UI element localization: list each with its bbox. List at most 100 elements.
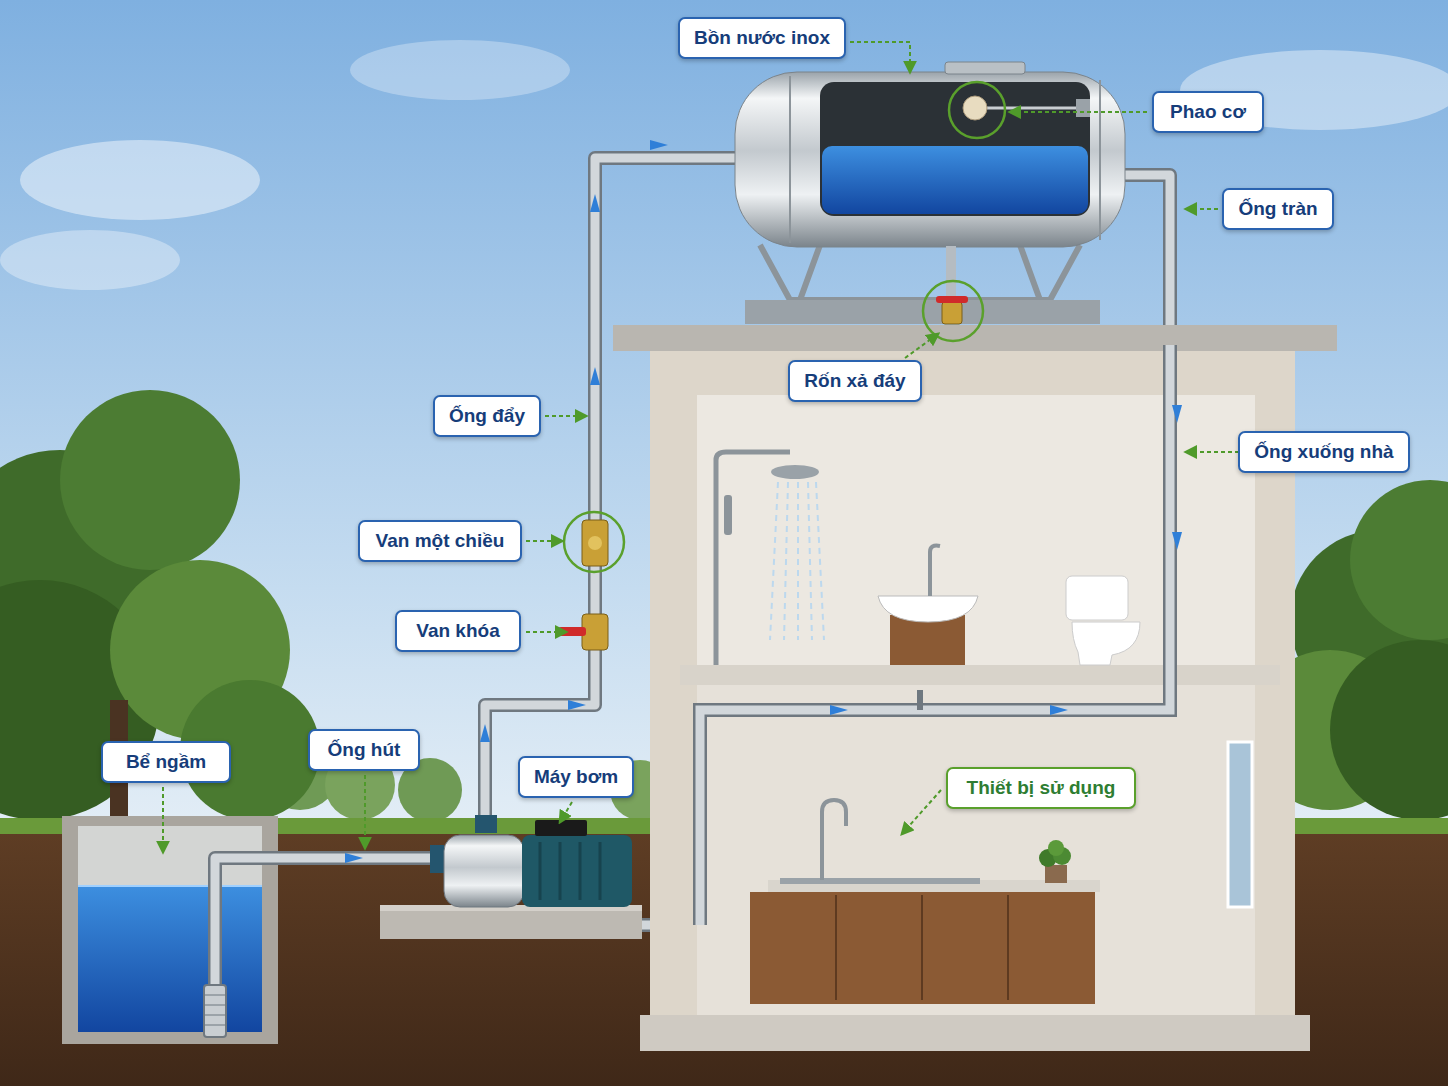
- highlight-circles-part: [949, 82, 1005, 138]
- house-part: [613, 325, 1337, 351]
- valves: [558, 520, 608, 650]
- callout-label: Van một chiều: [374, 529, 506, 553]
- sky-part: [350, 40, 570, 100]
- trees-part: [1330, 640, 1448, 820]
- callout-box: Van khóa: [395, 610, 521, 652]
- leader-lines-part: [545, 415, 586, 417]
- sky-part: [0, 230, 180, 290]
- pump: [380, 815, 642, 939]
- pump-part: [475, 815, 497, 833]
- callout-box: Van một chiều: [358, 520, 522, 562]
- strainer-part: [204, 995, 226, 996]
- leader-lines-part: [162, 787, 164, 852]
- redraw-pipes-inside: [700, 345, 1170, 925]
- pump-part: [559, 842, 562, 900]
- bathroom-fixtures-part: [1072, 622, 1140, 665]
- bathroom-fixtures-part: [771, 465, 819, 479]
- steel-tank-part: [946, 246, 956, 302]
- callout-label: Ống hút: [324, 738, 404, 762]
- callout-label: Bể ngầm: [117, 750, 215, 774]
- house-part: [640, 1015, 1310, 1051]
- leader-lines-part: [560, 802, 572, 822]
- leader-lines-part: [526, 540, 562, 542]
- steel-tank-part: [945, 62, 1025, 74]
- callout-label: Ống xuống nhà: [1254, 440, 1393, 464]
- callout-label: Ống đẩy: [449, 404, 525, 428]
- callout-box: Ống hút: [308, 729, 420, 771]
- leader-lines-part: [1186, 451, 1239, 453]
- kitchen-part: [835, 895, 837, 1000]
- leader-lines-part: [1186, 208, 1218, 210]
- callout-label: Van khóa: [411, 619, 505, 643]
- highlight-circles-part: [923, 281, 983, 341]
- bathroom-fixtures-part: [930, 546, 940, 596]
- pump-part: [539, 842, 542, 900]
- steel-tank-part: [789, 76, 791, 243]
- steel-tank-part: [963, 96, 987, 120]
- strainer-part: [204, 1015, 226, 1016]
- underground-tank: [62, 816, 278, 1044]
- callout-box: Bồn nước inox: [678, 17, 846, 59]
- leader-lines-part: [905, 334, 938, 358]
- valves-part: [588, 536, 602, 550]
- kitchen-part: [780, 878, 980, 884]
- leader-lines-part: [364, 775, 366, 848]
- pump-part: [579, 842, 582, 900]
- callout-box: Phao cơ: [1152, 91, 1264, 133]
- underground-tank-part: [78, 885, 262, 1032]
- redraw-pipes-inside-part: [917, 690, 923, 710]
- bathroom-fixtures-part: [1066, 576, 1128, 620]
- redraw-pipes-inside-part: [700, 345, 1170, 925]
- flow-arrows-part: [830, 705, 848, 715]
- callout-box: Ống đẩy: [433, 395, 541, 437]
- bathroom-fixtures-part: [890, 615, 965, 665]
- flow-arrows-part: [1172, 405, 1182, 423]
- callout-label: Rốn xả đáy: [804, 369, 905, 393]
- highlight-circles-part: [564, 512, 624, 572]
- steel-tank-part: [822, 146, 1088, 214]
- steel-tank-part: [1099, 80, 1101, 240]
- pump-part: [430, 845, 444, 873]
- callout-label: Ống tràn: [1238, 197, 1318, 221]
- flow-arrows-part: [590, 194, 600, 212]
- kitchen-part: [1048, 840, 1064, 856]
- pump-part: [535, 820, 587, 836]
- strainer-part: [204, 1025, 226, 1026]
- steel-tank-part: [936, 296, 968, 303]
- callout-label: Bồn nước inox: [694, 26, 830, 50]
- strainer: [204, 985, 226, 1037]
- house-part: [680, 665, 1280, 685]
- house-part: [1228, 742, 1252, 907]
- flow-arrows-part: [1050, 705, 1068, 715]
- pump-part: [599, 842, 602, 900]
- valves-part: [582, 520, 608, 566]
- flow-arrows: [345, 140, 1182, 863]
- steel-tank-part: [735, 72, 1125, 247]
- pump-part: [522, 835, 632, 907]
- callout-label: Thiết bị sử dụng: [962, 776, 1120, 800]
- bathroom-fixtures-part: [878, 596, 978, 622]
- house-part: [650, 345, 1295, 1050]
- strainer-part: [204, 1005, 226, 1006]
- highlight-circles: [564, 82, 1005, 572]
- steel-tank: [735, 62, 1125, 324]
- kitchen-part: [750, 892, 1095, 1004]
- flow-arrows-part: [480, 724, 490, 742]
- callout-label: Máy bơm: [534, 765, 618, 789]
- steel-tank-part: [760, 245, 1080, 300]
- flow-arrows-part: [1172, 532, 1182, 550]
- kitchen-part: [1045, 865, 1067, 883]
- callout-box: Máy bơm: [518, 756, 634, 798]
- steel-tank-part: [820, 82, 1090, 216]
- strainer-part: [204, 985, 226, 1037]
- pump-part: [380, 905, 642, 939]
- bathroom-fixtures-part: [770, 482, 824, 640]
- flow-arrows-part: [345, 853, 363, 863]
- flow-arrows-part: [590, 367, 600, 385]
- underground-tank-part: [62, 816, 278, 1044]
- kitchen-part: [1007, 895, 1009, 1000]
- bathroom-fixtures: [716, 452, 1140, 665]
- trees-part: [60, 390, 240, 570]
- leader-lines: [163, 42, 1239, 852]
